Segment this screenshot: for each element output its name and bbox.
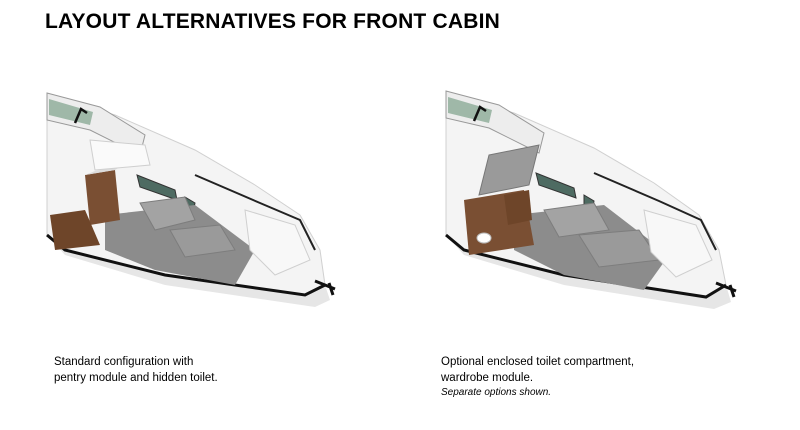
caption-line: pentry module and hidden toilet. bbox=[54, 372, 218, 384]
compartment-door bbox=[478, 144, 540, 196]
grab-handle bbox=[73, 107, 88, 124]
caption-note: Separate options shown. bbox=[441, 387, 552, 398]
grab-handle bbox=[472, 105, 487, 122]
anchor bbox=[314, 279, 336, 296]
pentry-module bbox=[85, 170, 120, 225]
bulkhead bbox=[89, 139, 151, 171]
bow-rail bbox=[194, 174, 316, 251]
caption-line: wardrobe module. bbox=[441, 372, 534, 384]
caption-line: Optional enclosed toilet compartment, bbox=[441, 356, 635, 368]
seat-cushion bbox=[139, 196, 196, 231]
wardrobe-module bbox=[504, 190, 532, 225]
caption-standard: Standard configuration with pentry modul… bbox=[54, 354, 218, 386]
toilet bbox=[476, 232, 492, 244]
seat-cushion bbox=[169, 224, 236, 258]
caption-optional: Optional enclosed toilet compartment, wa… bbox=[441, 354, 634, 400]
boat-illustration-optional bbox=[445, 90, 737, 309]
side-window bbox=[535, 172, 577, 199]
bow-deck bbox=[244, 209, 311, 276]
anchor bbox=[715, 281, 737, 298]
windshield-glass bbox=[448, 97, 492, 123]
caption-line: Standard configuration with bbox=[54, 356, 194, 368]
seat-cushion bbox=[543, 202, 610, 238]
bow-rail bbox=[593, 172, 717, 251]
bow-deck bbox=[643, 209, 713, 278]
page-title: LAYOUT ALTERNATIVES FOR FRONT CABIN bbox=[45, 10, 500, 33]
windshield-glass bbox=[49, 99, 93, 125]
wood-floor bbox=[50, 210, 100, 250]
boat-illustration-standard bbox=[46, 92, 336, 307]
